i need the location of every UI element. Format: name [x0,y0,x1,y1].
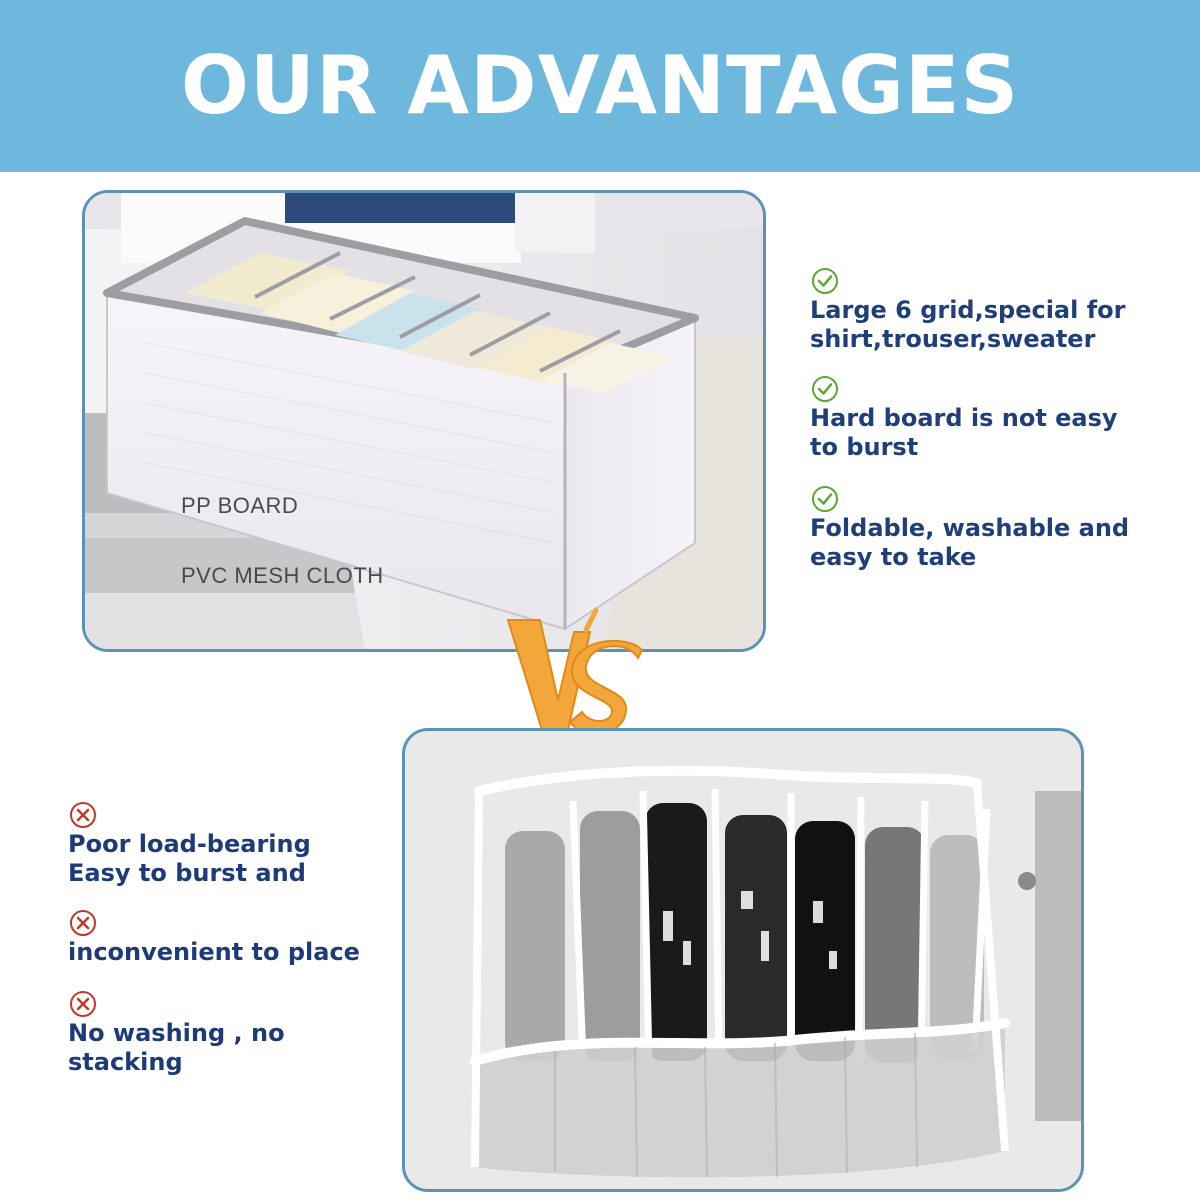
cross-circle-icon [70,991,96,1017]
disadvantage-item: Poor load-bearing Easy to burst and [68,800,398,888]
disadvantage-item: inconvenient to place [68,908,398,967]
advantage-text: Large 6 grid,special for shirt,trouser,s… [810,296,1126,353]
advantage-item: Large 6 grid,special for shirt,trouser,s… [810,266,1180,354]
advantages-list: Large 6 grid,special for shirt,trouser,s… [810,266,1180,572]
disadvantages-list: Poor load-bearing Easy to burst and inco… [68,800,398,1077]
rigid-organizer-illustration [85,193,763,649]
product-photo-rigid-organizer: PP BOARD PVC MESH CLOTH [82,190,766,652]
check-circle-icon [812,486,838,512]
advantage-item: Hard board is not easy to burst [810,374,1180,462]
product-photo-mesh-organizer [402,728,1084,1192]
disadvantage-text: No washing , no stacking [68,1019,285,1076]
check-circle-icon [812,376,838,402]
disadvantage-item: No washing , no stacking [68,989,398,1077]
cross-circle-icon [70,910,96,936]
material-label-pvc-mesh: PVC MESH CLOTH [181,563,384,588]
advantage-text: Hard board is not easy to burst [810,404,1118,461]
cross-circle-icon [70,802,96,828]
material-label-pp-board: PP BOARD [181,493,299,518]
disadvantage-text: inconvenient to place [68,938,360,966]
check-circle-icon [812,268,838,294]
advantage-item: Foldable, washable and easy to take [810,484,1180,572]
advantage-text: Foldable, washable and easy to take [810,514,1130,571]
mesh-organizer-illustration [405,731,1081,1189]
disadvantage-text: Poor load-bearing Easy to burst and [68,830,311,887]
header-banner: OUR ADVANTAGES [0,0,1200,172]
banner-title: OUR ADVANTAGES [180,39,1020,132]
